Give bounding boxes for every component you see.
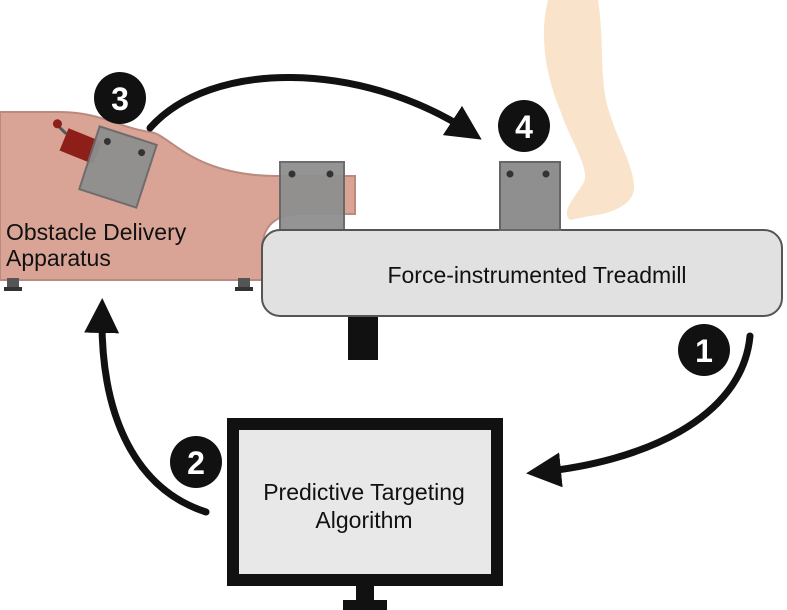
apparatus-foot-left <box>7 278 19 288</box>
step-number-2: 2 <box>187 445 205 481</box>
algorithm-label-line1: Predictive Targeting <box>263 479 465 505</box>
arrow-step-1 <box>526 332 754 488</box>
treadmill-obstacle <box>499 161 561 231</box>
apparatus-label-line1: Obstacle Delivery <box>6 219 187 245</box>
step-badge-2: 2 <box>170 436 222 488</box>
obstacle-delivery-apparatus: Obstacle Delivery Apparatus <box>0 111 356 291</box>
monitor-stand <box>343 600 387 610</box>
treadmill: Force-instrumented Treadmill <box>261 229 783 360</box>
step-badge-3: 3 <box>94 72 146 124</box>
apparatus-foot-right <box>238 278 250 288</box>
algorithm-label-line2: Algorithm <box>315 507 412 533</box>
treadmill-label: Force-instrumented Treadmill <box>387 262 686 288</box>
treadmill-leg <box>348 314 378 360</box>
arrow-step-2 <box>84 298 210 516</box>
step-badge-1: 1 <box>678 324 730 376</box>
apparatus-foot-right-base <box>235 287 253 291</box>
workflow-arrows <box>84 74 754 516</box>
monitor-neck <box>356 586 374 602</box>
apparatus-foot-left-base <box>4 287 22 291</box>
leg-illustration <box>543 0 635 220</box>
step-badge-4: 4 <box>498 100 550 152</box>
ramp-obstacle <box>279 161 345 235</box>
step-number-4: 4 <box>515 109 533 145</box>
apparatus-label-line2: Apparatus <box>6 245 111 271</box>
tilted-obstacle <box>78 125 158 209</box>
arrow-step-3 <box>146 74 482 140</box>
monitor-screen <box>239 430 491 574</box>
step-number-3: 3 <box>111 81 129 117</box>
step-number-1: 1 <box>695 333 713 369</box>
computer-monitor: Predictive Targeting Algorithm <box>227 418 503 610</box>
